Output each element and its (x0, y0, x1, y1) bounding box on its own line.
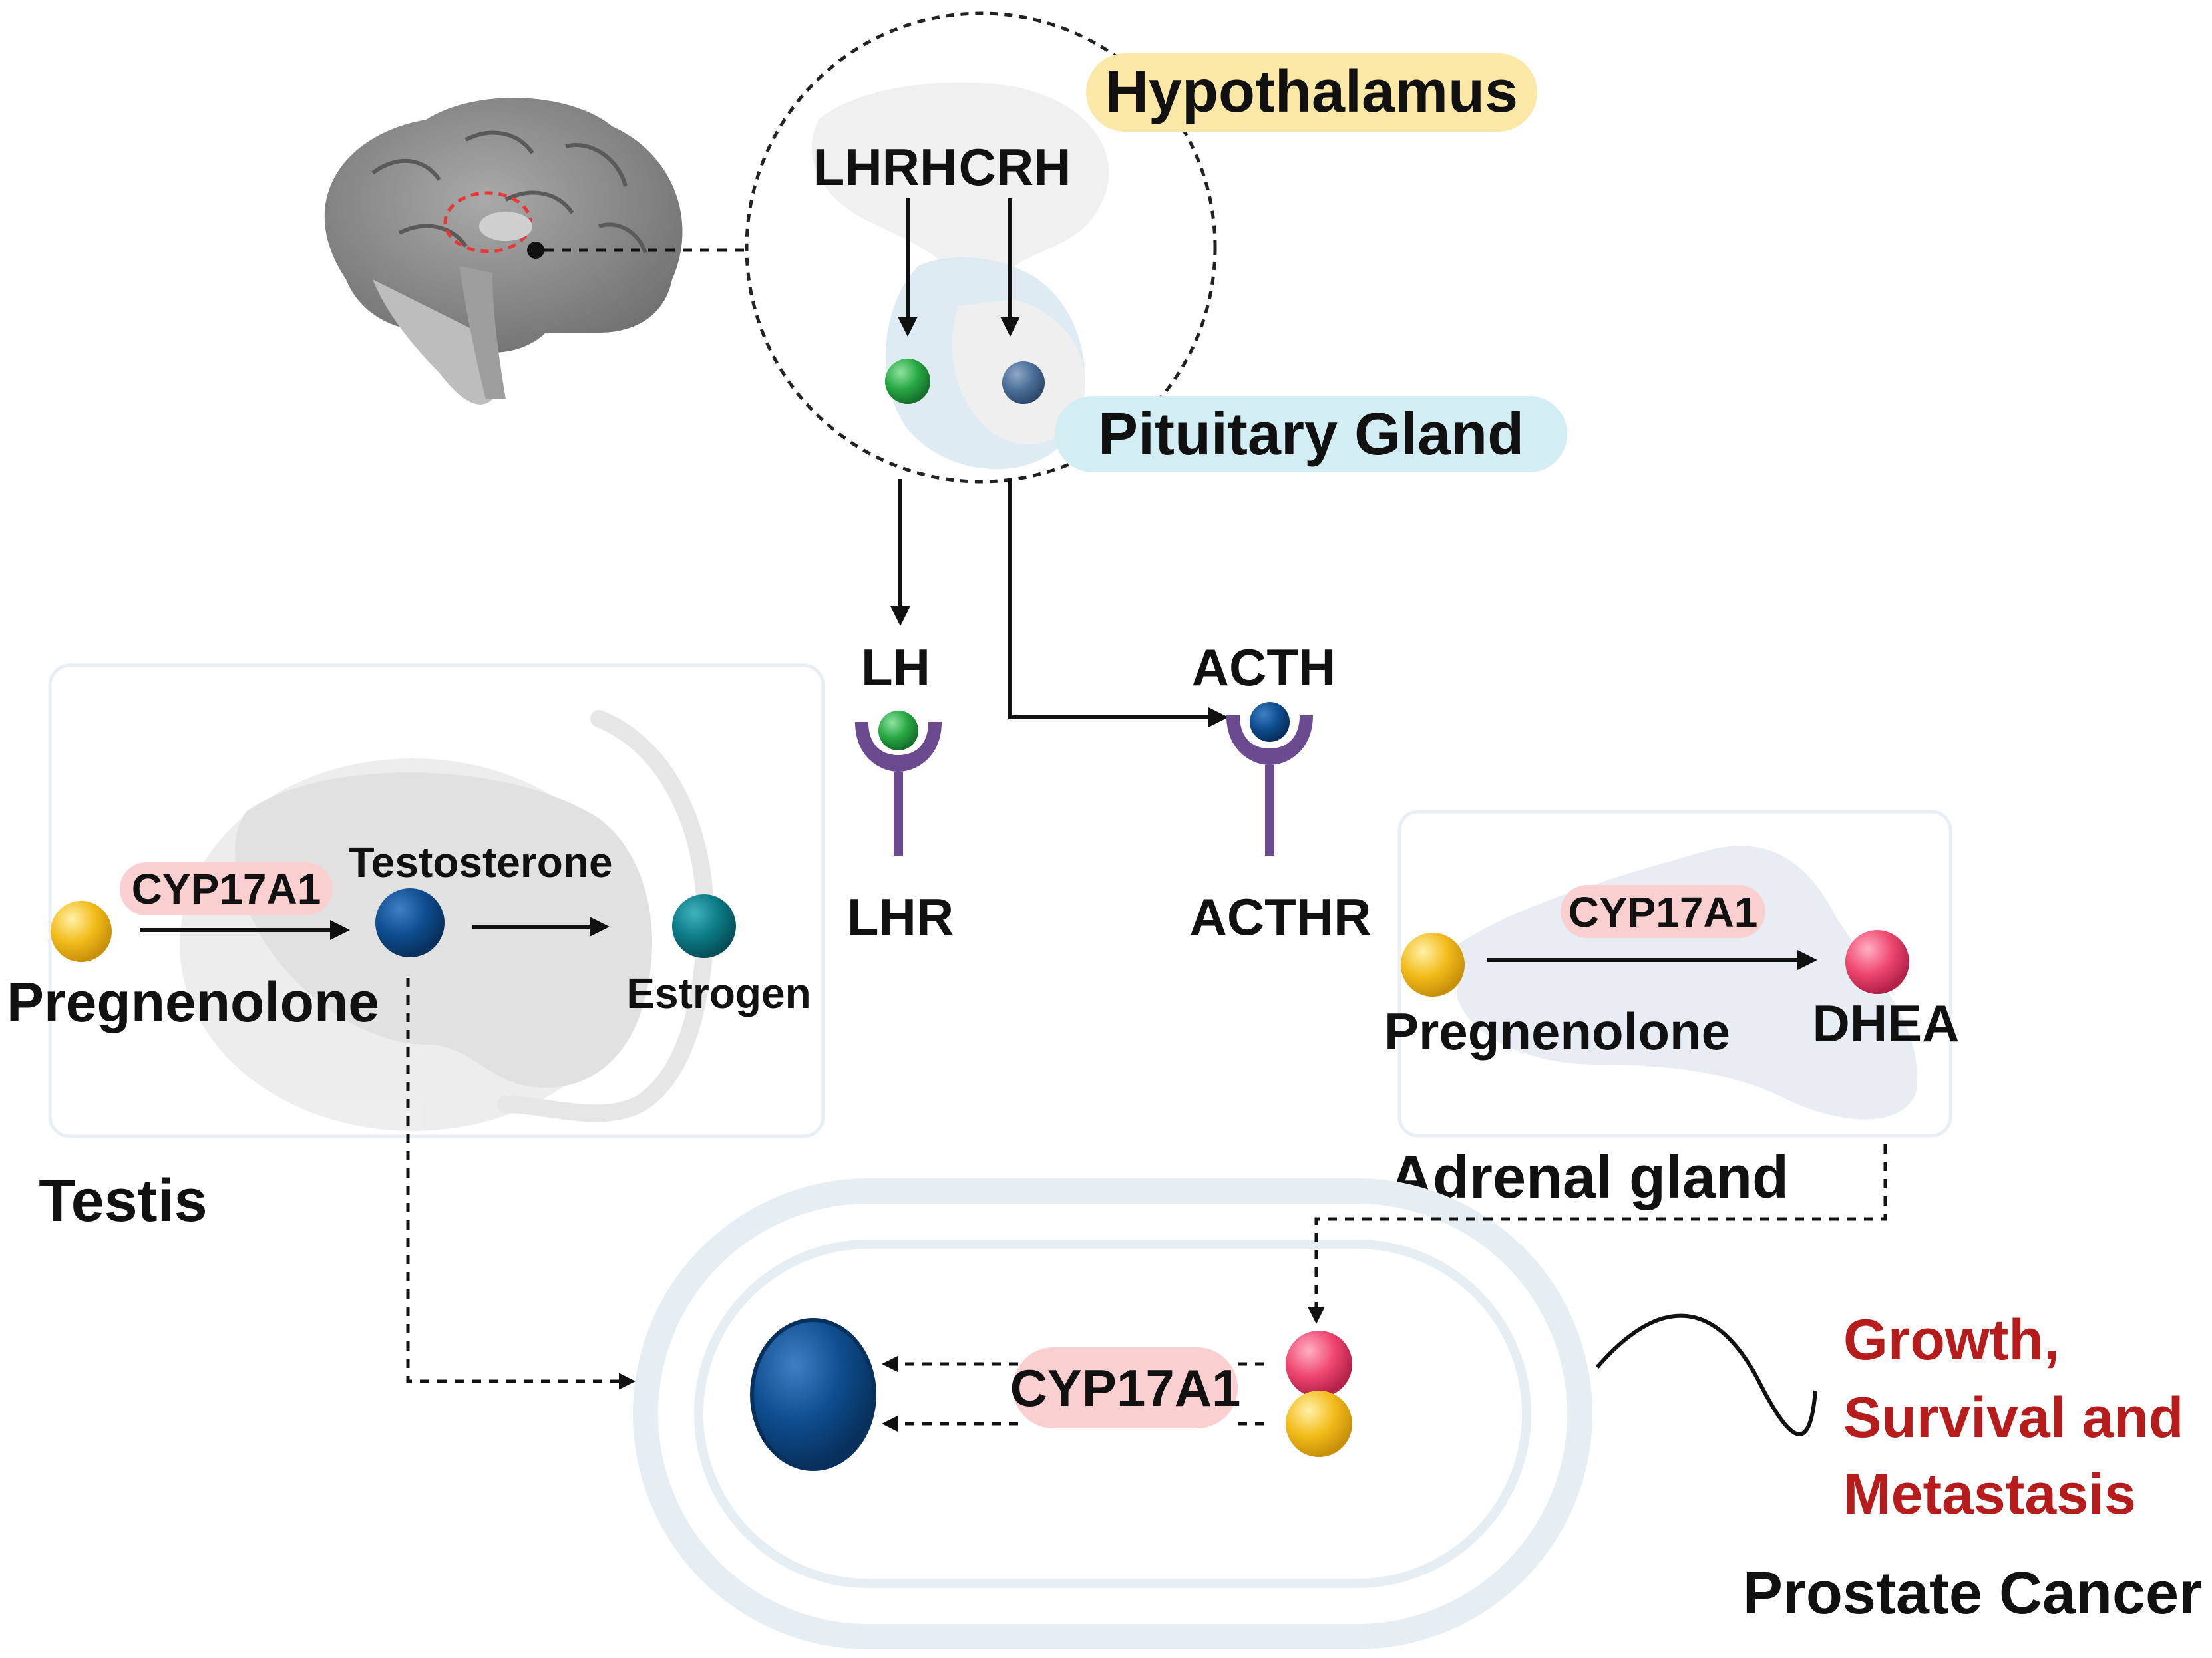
adrenal-enzyme-pill (1561, 885, 1765, 938)
pregnenolone-adrenal-icon (1401, 933, 1465, 997)
testis-panel (48, 663, 825, 1138)
dhea-in-cell-icon (1286, 1331, 1352, 1397)
estrogen-icon (672, 894, 736, 958)
lh-label: LH (861, 638, 930, 697)
cell-enzyme-pill (1013, 1347, 1238, 1428)
outcome-line-3: Metastasis (1843, 1462, 2136, 1526)
acth-receptor-icon (1226, 702, 1313, 856)
adrenal-enzyme-label: CYP17A1 (1568, 888, 1758, 936)
lh-receptor-icon (855, 711, 942, 856)
testosterone-to-cell-connector (406, 978, 636, 1390)
signal-wave-icon (1595, 1313, 1817, 1436)
brain-illustration (324, 98, 683, 405)
pregnenolone-testis-label: Pregnenolone (7, 971, 379, 1033)
testosterone-testis-icon (375, 888, 445, 957)
pituitary-label: Pituitary Gland (1098, 401, 1524, 468)
pregnenolone-testis-icon (51, 901, 112, 962)
outcome-line-2: Survival and (1843, 1386, 2183, 1450)
dhea-label: DHEA (1812, 994, 1959, 1053)
zoom-inset (745, 11, 1217, 484)
lhrh-label: LHRH (813, 138, 958, 196)
crh-label: CRH (959, 138, 1071, 196)
testis-enzyme-pill (120, 862, 333, 915)
testis-enzyme-label: CYP17A1 (132, 865, 321, 913)
adrenal-to-cell-connector (1308, 1144, 1887, 1324)
adrenal-panel (1397, 810, 1952, 1138)
hypothalamus-label: Hypothalamus (1105, 59, 1518, 125)
pituitary-pill (1055, 396, 1567, 472)
androgen-in-cell-icon (750, 1318, 876, 1471)
pregnenolone-in-cell-icon (1286, 1391, 1352, 1457)
pregnenolone-adrenal-label: Pregnenolone (1384, 1002, 1730, 1061)
lhr-label: LHR (847, 888, 954, 946)
testis-label: Testis (39, 1168, 207, 1234)
acth-secretion-arrow (1008, 479, 1228, 727)
acthr-label: ACTHR (1190, 888, 1372, 946)
dhea-adrenal-icon (1845, 930, 1909, 994)
estrogen-label: Estrogen (626, 969, 811, 1017)
acth-cell-icon (1002, 361, 1045, 404)
adrenal-label: Adrenal gland (1389, 1144, 1789, 1211)
lh-cell-icon (885, 359, 930, 404)
prostate-cancer-label: Prostate Cancer (1743, 1560, 2202, 1627)
testosterone-label: Testosterone (348, 838, 612, 886)
acth-label: ACTH (1192, 638, 1336, 697)
hypothalamus-pill (1086, 53, 1537, 132)
outcome-line-1: Growth, (1843, 1308, 2060, 1372)
cell-enzyme-label: CYP17A1 (1010, 1359, 1241, 1417)
